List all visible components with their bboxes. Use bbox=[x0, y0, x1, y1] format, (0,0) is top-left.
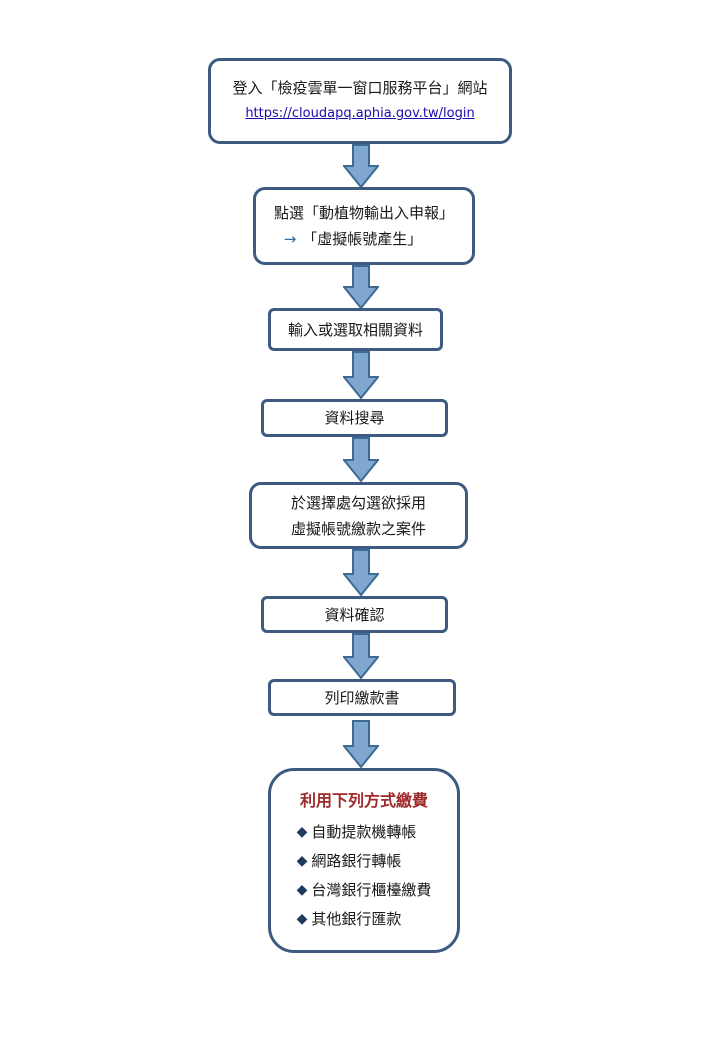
step-select-line2: 虛擬帳號繳款之案件 bbox=[290, 519, 426, 538]
down-arrow-icon bbox=[343, 720, 379, 768]
down-arrow-icon bbox=[343, 351, 379, 399]
list-item: ◆ 自動提款機轉帳 bbox=[297, 818, 432, 847]
login-url-link[interactable]: https://cloudapq.aphia.gov.tw/login bbox=[245, 106, 475, 121]
step-print-text: 列印繳款書 bbox=[324, 688, 400, 707]
step-select-box: 於選擇處勾選欲採用 虛擬帳號繳款之案件 bbox=[249, 482, 468, 549]
step-login-text: 登入「檢疫雲單一窗口服務平台」網站 bbox=[232, 79, 488, 97]
step-confirm-box: 資料確認 bbox=[261, 596, 448, 633]
step-confirm-text: 資料確認 bbox=[324, 605, 385, 624]
diamond-bullet-icon: ◆ bbox=[296, 910, 308, 927]
payment-list: ◆ 自動提款機轉帳 ◆ 網路銀行轉帳 ◆ 台灣銀行櫃檯繳費 ◆ 其他銀行匯款 bbox=[297, 818, 432, 934]
step-menu-line2: 「虛擬帳號產生」 bbox=[302, 230, 423, 248]
list-item: ◆ 台灣銀行櫃檯繳費 bbox=[297, 876, 432, 905]
step-menu-line1: 點選「動植物輸出入申報」 bbox=[273, 204, 454, 222]
list-item: ◆ 其他銀行匯款 bbox=[297, 905, 432, 934]
diamond-bullet-icon: ◆ bbox=[296, 823, 308, 840]
step-menu-box: 點選「動植物輸出入申報」 → 「虛擬帳號產生」 bbox=[253, 187, 475, 265]
list-item: ◆ 網路銀行轉帳 bbox=[297, 847, 432, 876]
down-arrow-icon bbox=[343, 549, 379, 596]
payment-item-atm: 自動提款機轉帳 bbox=[311, 822, 417, 841]
down-arrow-icon bbox=[343, 633, 379, 679]
diamond-bullet-icon: ◆ bbox=[296, 852, 308, 869]
step-input-box: 輸入或選取相關資料 bbox=[268, 308, 443, 351]
step-print-box: 列印繳款書 bbox=[268, 679, 456, 716]
step-login-box: 登入「檢疫雲單一窗口服務平台」網站 https://cloudapq.aphia… bbox=[208, 58, 512, 144]
right-arrow-icon: → bbox=[283, 230, 297, 248]
diamond-bullet-icon: ◆ bbox=[296, 881, 308, 898]
down-arrow-icon bbox=[343, 144, 379, 188]
payment-title: 利用下列方式繳費 bbox=[299, 790, 428, 810]
step-input-text: 輸入或選取相關資料 bbox=[287, 320, 423, 339]
payment-item-online-bank: 網路銀行轉帳 bbox=[311, 851, 402, 870]
down-arrow-icon bbox=[343, 437, 379, 482]
payment-item-remittance: 其他銀行匯款 bbox=[311, 909, 402, 928]
step-search-box: 資料搜尋 bbox=[261, 399, 448, 437]
payment-methods-box: 利用下列方式繳費 ◆ 自動提款機轉帳 ◆ 網路銀行轉帳 ◆ 台灣銀行櫃檯繳費 ◆… bbox=[268, 768, 460, 953]
step-search-text: 資料搜尋 bbox=[324, 409, 385, 427]
down-arrow-icon bbox=[343, 265, 379, 309]
payment-item-counter: 台灣銀行櫃檯繳費 bbox=[311, 880, 432, 899]
step-select-line1: 於選擇處勾選欲採用 bbox=[290, 493, 426, 512]
